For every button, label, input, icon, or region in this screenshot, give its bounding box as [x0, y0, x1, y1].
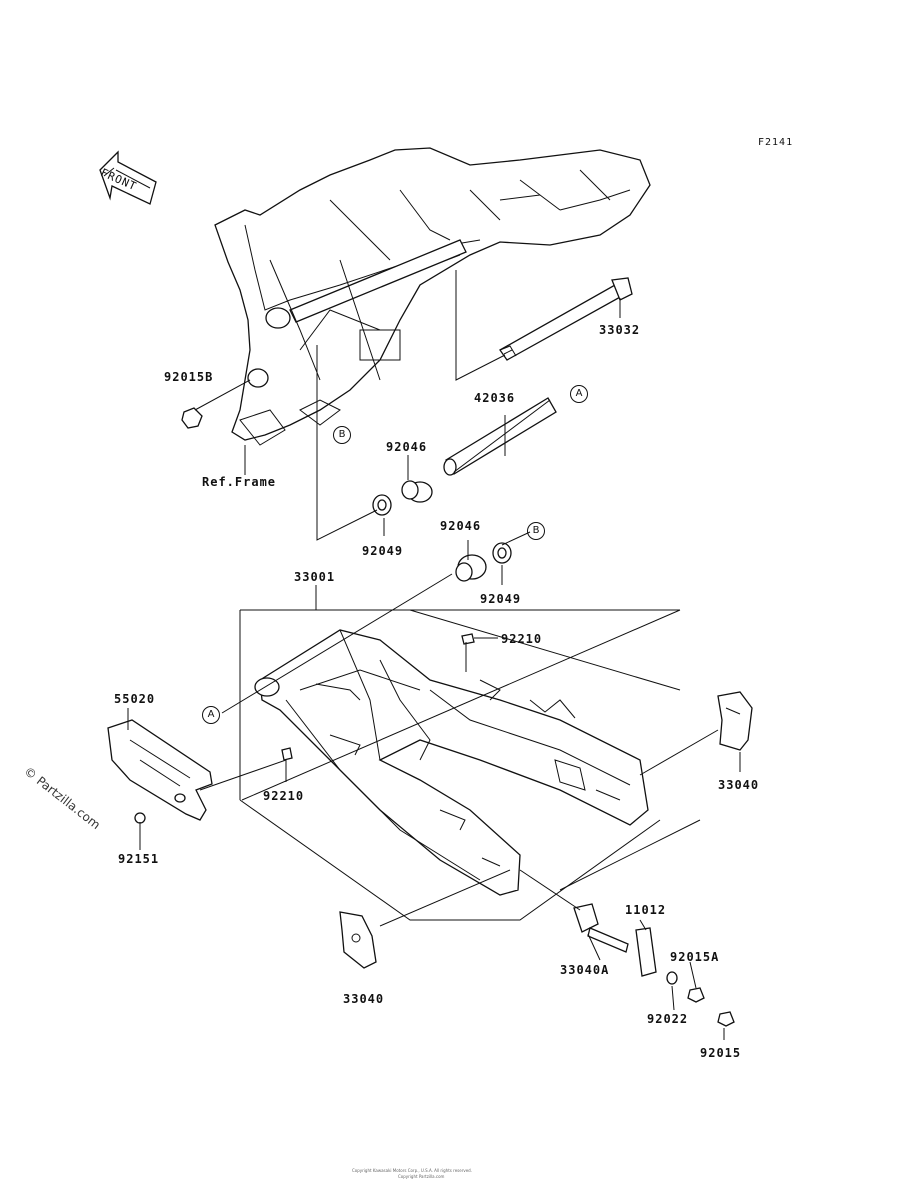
washer-92022: [666, 971, 678, 985]
seal-upper: [372, 494, 392, 516]
pivot-shaft: [499, 277, 633, 361]
figure-code: F2141: [758, 137, 794, 148]
part-33040a: 33040A: [560, 963, 610, 977]
footer-copyright-1: Copyright Kawasaki Motors Corp., U.S.A. …: [352, 1168, 472, 1173]
footer-copyright-2: Copyright Partzilla.com: [398, 1174, 445, 1179]
part-42036: 42036: [474, 391, 516, 405]
plate-11012: [635, 927, 657, 977]
front-arrow-icon: [99, 150, 157, 205]
adjuster-block-33040a: [573, 903, 629, 953]
part-92151: 92151: [118, 852, 160, 866]
leader-lines: [127, 270, 741, 1040]
part-33001: 33001: [294, 570, 336, 584]
nut-92015a: [687, 987, 705, 1003]
part-33032: 33032: [599, 323, 641, 337]
bolt-92210-upper: [461, 633, 475, 645]
bolt-92151: [134, 812, 146, 824]
part-33040-bottom: 33040: [343, 992, 385, 1006]
bolt-92210-lower: [281, 747, 293, 761]
part-92015: 92015: [700, 1046, 742, 1060]
seal-lower: [492, 542, 512, 564]
chain-adjuster-right: [717, 691, 753, 751]
bearing-lower: [455, 554, 487, 582]
bearing-upper: [401, 480, 433, 503]
part-92015a: 92015A: [670, 950, 720, 964]
part-92046-lower: 92046: [440, 519, 482, 533]
part-92210-upper: 92210: [501, 632, 543, 646]
part-92015b: 92015B: [164, 370, 214, 384]
frame-drawing: [214, 147, 651, 446]
ref-frame-label: Ref.Frame: [202, 475, 277, 489]
part-92049-lower: 92049: [480, 592, 522, 606]
collar-sleeve: [443, 397, 557, 476]
callout-a-upper: A: [570, 385, 588, 403]
chain-guard: [107, 719, 213, 821]
part-92210-lower: 92210: [263, 789, 305, 803]
callout-b-lower: B: [527, 522, 545, 540]
nut-92015b: [181, 407, 203, 429]
part-92046-upper: 92046: [386, 440, 428, 454]
part-55020: 55020: [114, 692, 156, 706]
chain-adjuster-bottom: [339, 911, 377, 969]
callout-a-lower: A: [202, 706, 220, 724]
callout-b-upper: B: [333, 426, 351, 444]
part-92022: 92022: [647, 1012, 689, 1026]
part-33040-right: 33040: [718, 778, 760, 792]
part-92049-upper: 92049: [362, 544, 404, 558]
nut-92015: [717, 1011, 735, 1027]
swingarm: [254, 629, 649, 896]
part-11012: 11012: [625, 903, 667, 917]
